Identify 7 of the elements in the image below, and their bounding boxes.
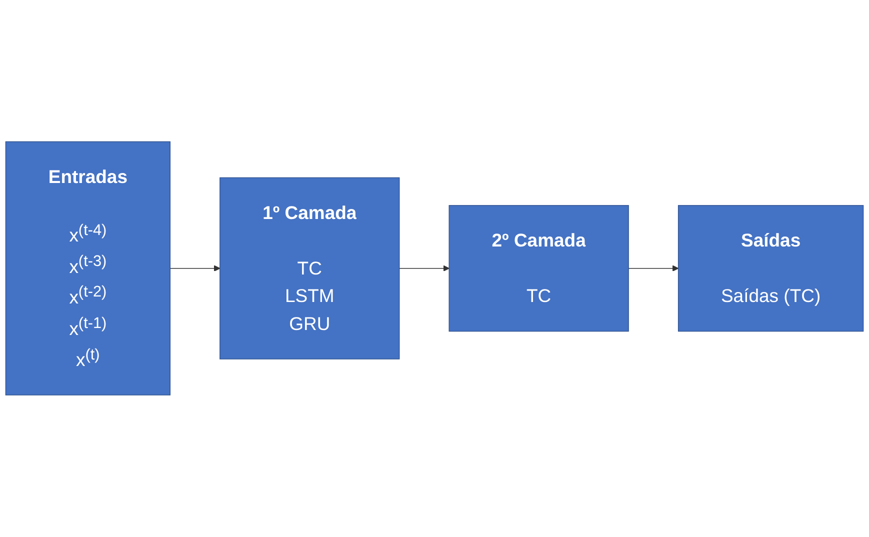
node-box: Entradas x$^{(t-4)}$ x$^{(t-3)}$ x$^{(t-2)}$ x$^{(t-1)}$ x$^{(t)}$ bbox=[5, 141, 170, 396]
arrow bbox=[399, 265, 450, 272]
arrow bbox=[170, 265, 220, 272]
node-box: 2º Camada TC bbox=[448, 205, 629, 332]
node-box: Saídas Saídas (TC) bbox=[678, 205, 864, 332]
arrow bbox=[628, 265, 679, 272]
node-box: 1º Camada TC LSTM GRU bbox=[220, 177, 400, 360]
